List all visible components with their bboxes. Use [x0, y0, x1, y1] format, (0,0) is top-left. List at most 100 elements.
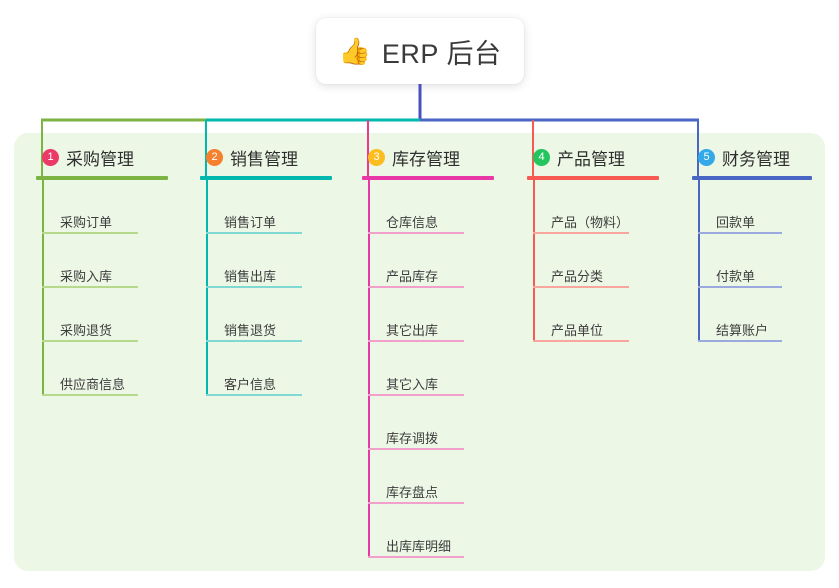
branch-column-5[interactable]: 5 财务管理回款单付款单结算账户 — [692, 144, 832, 342]
branch-item[interactable]: 库存盘点 — [362, 450, 514, 504]
branch-item-label: 产品（物料） — [551, 215, 630, 230]
branch-item[interactable]: 供应商信息 — [36, 342, 188, 396]
branch-item[interactable]: 客户信息 — [200, 342, 352, 396]
branch-item[interactable]: 产品单位 — [527, 288, 679, 342]
branch-item[interactable]: 其它入库 — [362, 342, 514, 396]
branch-item[interactable]: 采购入库 — [36, 234, 188, 288]
branch-item-rule — [42, 286, 138, 288]
branch-header-3[interactable]: 3 库存管理 — [362, 144, 514, 170]
branch-title: 库存管理 — [392, 149, 460, 169]
branch-spine — [206, 180, 208, 396]
branch-item-label: 销售出库 — [224, 269, 277, 284]
branch-item[interactable]: 销售订单 — [200, 180, 352, 234]
branch-item-label: 产品分类 — [551, 269, 604, 284]
branch-item[interactable]: 产品（物料） — [527, 180, 679, 234]
root-node-erp-backend[interactable]: 👍 ERP 后台 — [316, 18, 524, 84]
branch-header-1[interactable]: 1 采购管理 — [36, 144, 188, 170]
branch-item-rule — [698, 340, 782, 342]
branch-item[interactable]: 仓库信息 — [362, 180, 514, 234]
branch-item[interactable]: 产品库存 — [362, 234, 514, 288]
branch-item-label: 其它入库 — [386, 377, 439, 392]
branch-column-2[interactable]: 2 销售管理销售订单销售出库销售退货客户信息 — [200, 144, 352, 396]
branch-item-label: 供应商信息 — [60, 377, 126, 392]
branch-item-rule — [368, 448, 464, 450]
branch-item-rule — [533, 340, 629, 342]
branch-item-label: 回款单 — [716, 215, 756, 230]
branch-item[interactable]: 库存调拨 — [362, 396, 514, 450]
branch-header-2[interactable]: 2 销售管理 — [200, 144, 352, 170]
branch-item[interactable]: 出库库明细 — [362, 504, 514, 558]
branch-number-badge: 5 — [698, 148, 715, 166]
branch-item-list: 采购订单采购入库采购退货供应商信息 — [36, 180, 188, 396]
branch-item-label: 采购退货 — [60, 323, 113, 338]
branch-item[interactable]: 销售出库 — [200, 234, 352, 288]
branch-item-list: 产品（物料） 产品分类产品单位 — [527, 180, 679, 342]
branch-item-label: 结算账户 — [716, 323, 769, 338]
branch-header-rule — [527, 176, 659, 180]
branch-item-rule — [368, 502, 464, 504]
branch-item-rule — [368, 394, 464, 396]
branch-item-list: 回款单付款单结算账户 — [692, 180, 832, 342]
branch-header-rule — [692, 176, 812, 180]
branch-item[interactable]: 其它出库 — [362, 288, 514, 342]
branch-item[interactable]: 结算账户 — [692, 288, 832, 342]
branch-item-list: 仓库信息产品库存其它出库其它入库库存调拨库存盘点出库库明细 — [362, 180, 514, 558]
branch-number-badge: 4 — [533, 148, 550, 166]
branch-panel-background — [14, 133, 825, 571]
branch-header-4[interactable]: 4 产品管理 — [527, 144, 679, 170]
branch-item[interactable]: 采购订单 — [36, 180, 188, 234]
branch-number-badge: 3 — [368, 148, 385, 166]
branch-item-label: 采购入库 — [60, 269, 113, 284]
branch-spine — [533, 180, 535, 342]
branch-title: 产品管理 — [557, 149, 625, 169]
branch-column-1[interactable]: 1 采购管理采购订单采购入库采购退货供应商信息 — [36, 144, 188, 396]
branch-item[interactable]: 回款单 — [692, 180, 832, 234]
branch-item-rule — [368, 232, 464, 234]
branch-item-label: 其它出库 — [386, 323, 439, 338]
root-node-content: 👍 ERP 后台 — [339, 32, 502, 71]
branch-item-label: 产品单位 — [551, 323, 604, 338]
branch-item[interactable]: 采购退货 — [36, 288, 188, 342]
branch-item-rule — [206, 286, 302, 288]
branch-item[interactable]: 销售退货 — [200, 288, 352, 342]
branch-item-rule — [698, 286, 782, 288]
branch-item-label: 采购订单 — [60, 215, 113, 230]
branch-item-rule — [533, 232, 629, 234]
branch-item-rule — [206, 394, 302, 396]
branch-item-rule — [206, 340, 302, 342]
branch-item-label: 出库库明细 — [386, 539, 452, 554]
branch-column-4[interactable]: 4 产品管理产品（物料） 产品分类产品单位 — [527, 144, 679, 342]
branch-header-5[interactable]: 5 财务管理 — [692, 144, 832, 170]
branch-item-label: 销售订单 — [224, 215, 277, 230]
branch-item-label: 付款单 — [716, 269, 756, 284]
branch-number-badge: 1 — [42, 148, 59, 166]
root-node-title: ERP 后台 — [381, 38, 502, 69]
branch-item-label: 销售退货 — [224, 323, 277, 338]
branch-item-label: 库存盘点 — [386, 485, 439, 500]
branch-column-3[interactable]: 3 库存管理仓库信息产品库存其它出库其它入库库存调拨库存盘点出库库明细 — [362, 144, 514, 558]
thumbs-up-icon: 👍 — [338, 36, 371, 66]
branch-item-label: 产品库存 — [386, 269, 439, 284]
branch-item-rule — [42, 340, 138, 342]
branch-header-rule — [200, 176, 332, 180]
branch-item-rule — [533, 286, 629, 288]
branch-item-rule — [42, 394, 138, 396]
branch-item-rule — [206, 232, 302, 234]
branch-item-list: 销售订单销售出库销售退货客户信息 — [200, 180, 352, 396]
branch-number-badge: 2 — [206, 148, 223, 166]
branch-item-label: 仓库信息 — [386, 215, 439, 230]
branch-item[interactable]: 产品分类 — [527, 234, 679, 288]
branch-item-rule — [42, 232, 138, 234]
branch-item-rule — [698, 232, 782, 234]
branch-item-label: 客户信息 — [224, 377, 277, 392]
branch-item-rule — [368, 556, 464, 558]
branch-header-rule — [362, 176, 494, 180]
branch-title: 采购管理 — [66, 149, 134, 169]
branch-item[interactable]: 付款单 — [692, 234, 832, 288]
branch-title: 财务管理 — [722, 149, 790, 169]
branch-spine — [42, 180, 44, 396]
branch-spine — [368, 180, 370, 558]
branch-spine — [698, 180, 700, 342]
branch-title: 销售管理 — [230, 149, 298, 169]
